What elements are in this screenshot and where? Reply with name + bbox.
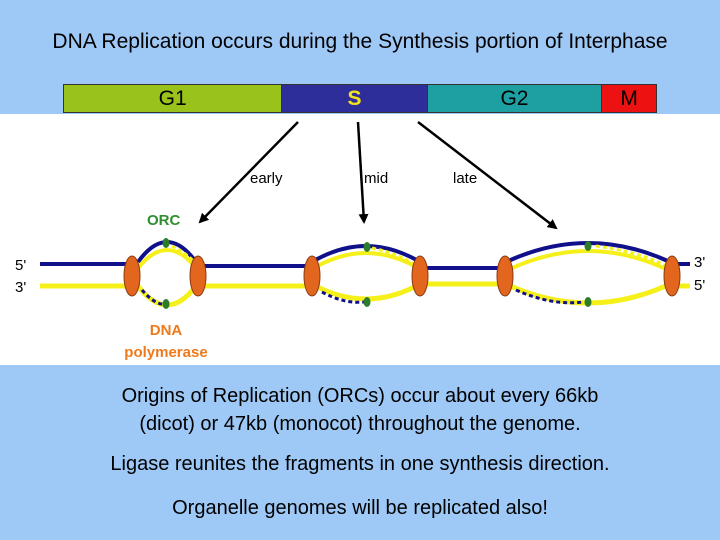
bubble1-top-yellow: [136, 248, 198, 270]
right-end-bottom: 5': [694, 277, 705, 294]
arrow-mid: [356, 121, 369, 224]
polymerase-2a: [303, 255, 321, 297]
left-end-top: 5': [15, 257, 26, 274]
arrow-late: [417, 121, 558, 230]
bubble2-bottom-new: [321, 290, 365, 304]
bubble3-top-new: [595, 244, 667, 268]
orc-1-top: [162, 238, 170, 248]
polymerase-1b: [189, 255, 207, 297]
info-line-2: (dicot) or 47kb (monocot) throughout the…: [139, 413, 581, 435]
orc-1-bottom: [162, 299, 170, 309]
arrow-early: [198, 121, 299, 224]
phase-g1: G1: [64, 85, 283, 112]
stage-label-late: late: [453, 170, 477, 187]
right-end-top: 3': [694, 254, 705, 271]
phase-g2: G2: [427, 85, 603, 112]
orc-3-bottom: [584, 297, 592, 307]
polymerase-label-line2: polymerase: [124, 344, 207, 361]
stage-label-early: early: [250, 170, 283, 187]
polymerase-2b: [411, 255, 429, 297]
cell-cycle-bar: G1 S G2 M: [63, 84, 657, 113]
info-text: Origins of Replication (ORCs) occur abou…: [0, 368, 720, 522]
orc-2-top: [363, 242, 371, 252]
info-line-1: Origins of Replication (ORCs) occur abou…: [121, 385, 599, 407]
phase-s: S: [282, 85, 428, 112]
slide-title: DNA Replication occurs during the Synthe…: [52, 30, 668, 53]
info-line-3: Ligase reunites the fragments in one syn…: [110, 453, 610, 475]
bubble1-bottom-new: [140, 289, 167, 306]
polymerase-3b: [663, 255, 681, 297]
orc-2-bottom: [363, 297, 371, 307]
orc-label: ORC: [147, 212, 181, 229]
info-line-4: Organelle genomes will be replicated als…: [172, 497, 548, 519]
polymerase-label-line1: DNA: [150, 322, 183, 339]
left-end-bottom: 3': [15, 279, 26, 296]
bubble3-bottom-new: [515, 288, 585, 305]
stage-label-mid: mid: [364, 170, 388, 187]
bubble2-top-yellow: [313, 251, 419, 270]
replication-diagram: early mid late ORC DNA polymerase 5' 3' …: [15, 121, 705, 361]
orc-3-top: [584, 241, 592, 251]
polymerase-1a: [123, 255, 141, 297]
phase-m: M: [602, 85, 656, 112]
polymerase-3a: [496, 255, 514, 297]
bubble1-top-new: [171, 244, 198, 265]
